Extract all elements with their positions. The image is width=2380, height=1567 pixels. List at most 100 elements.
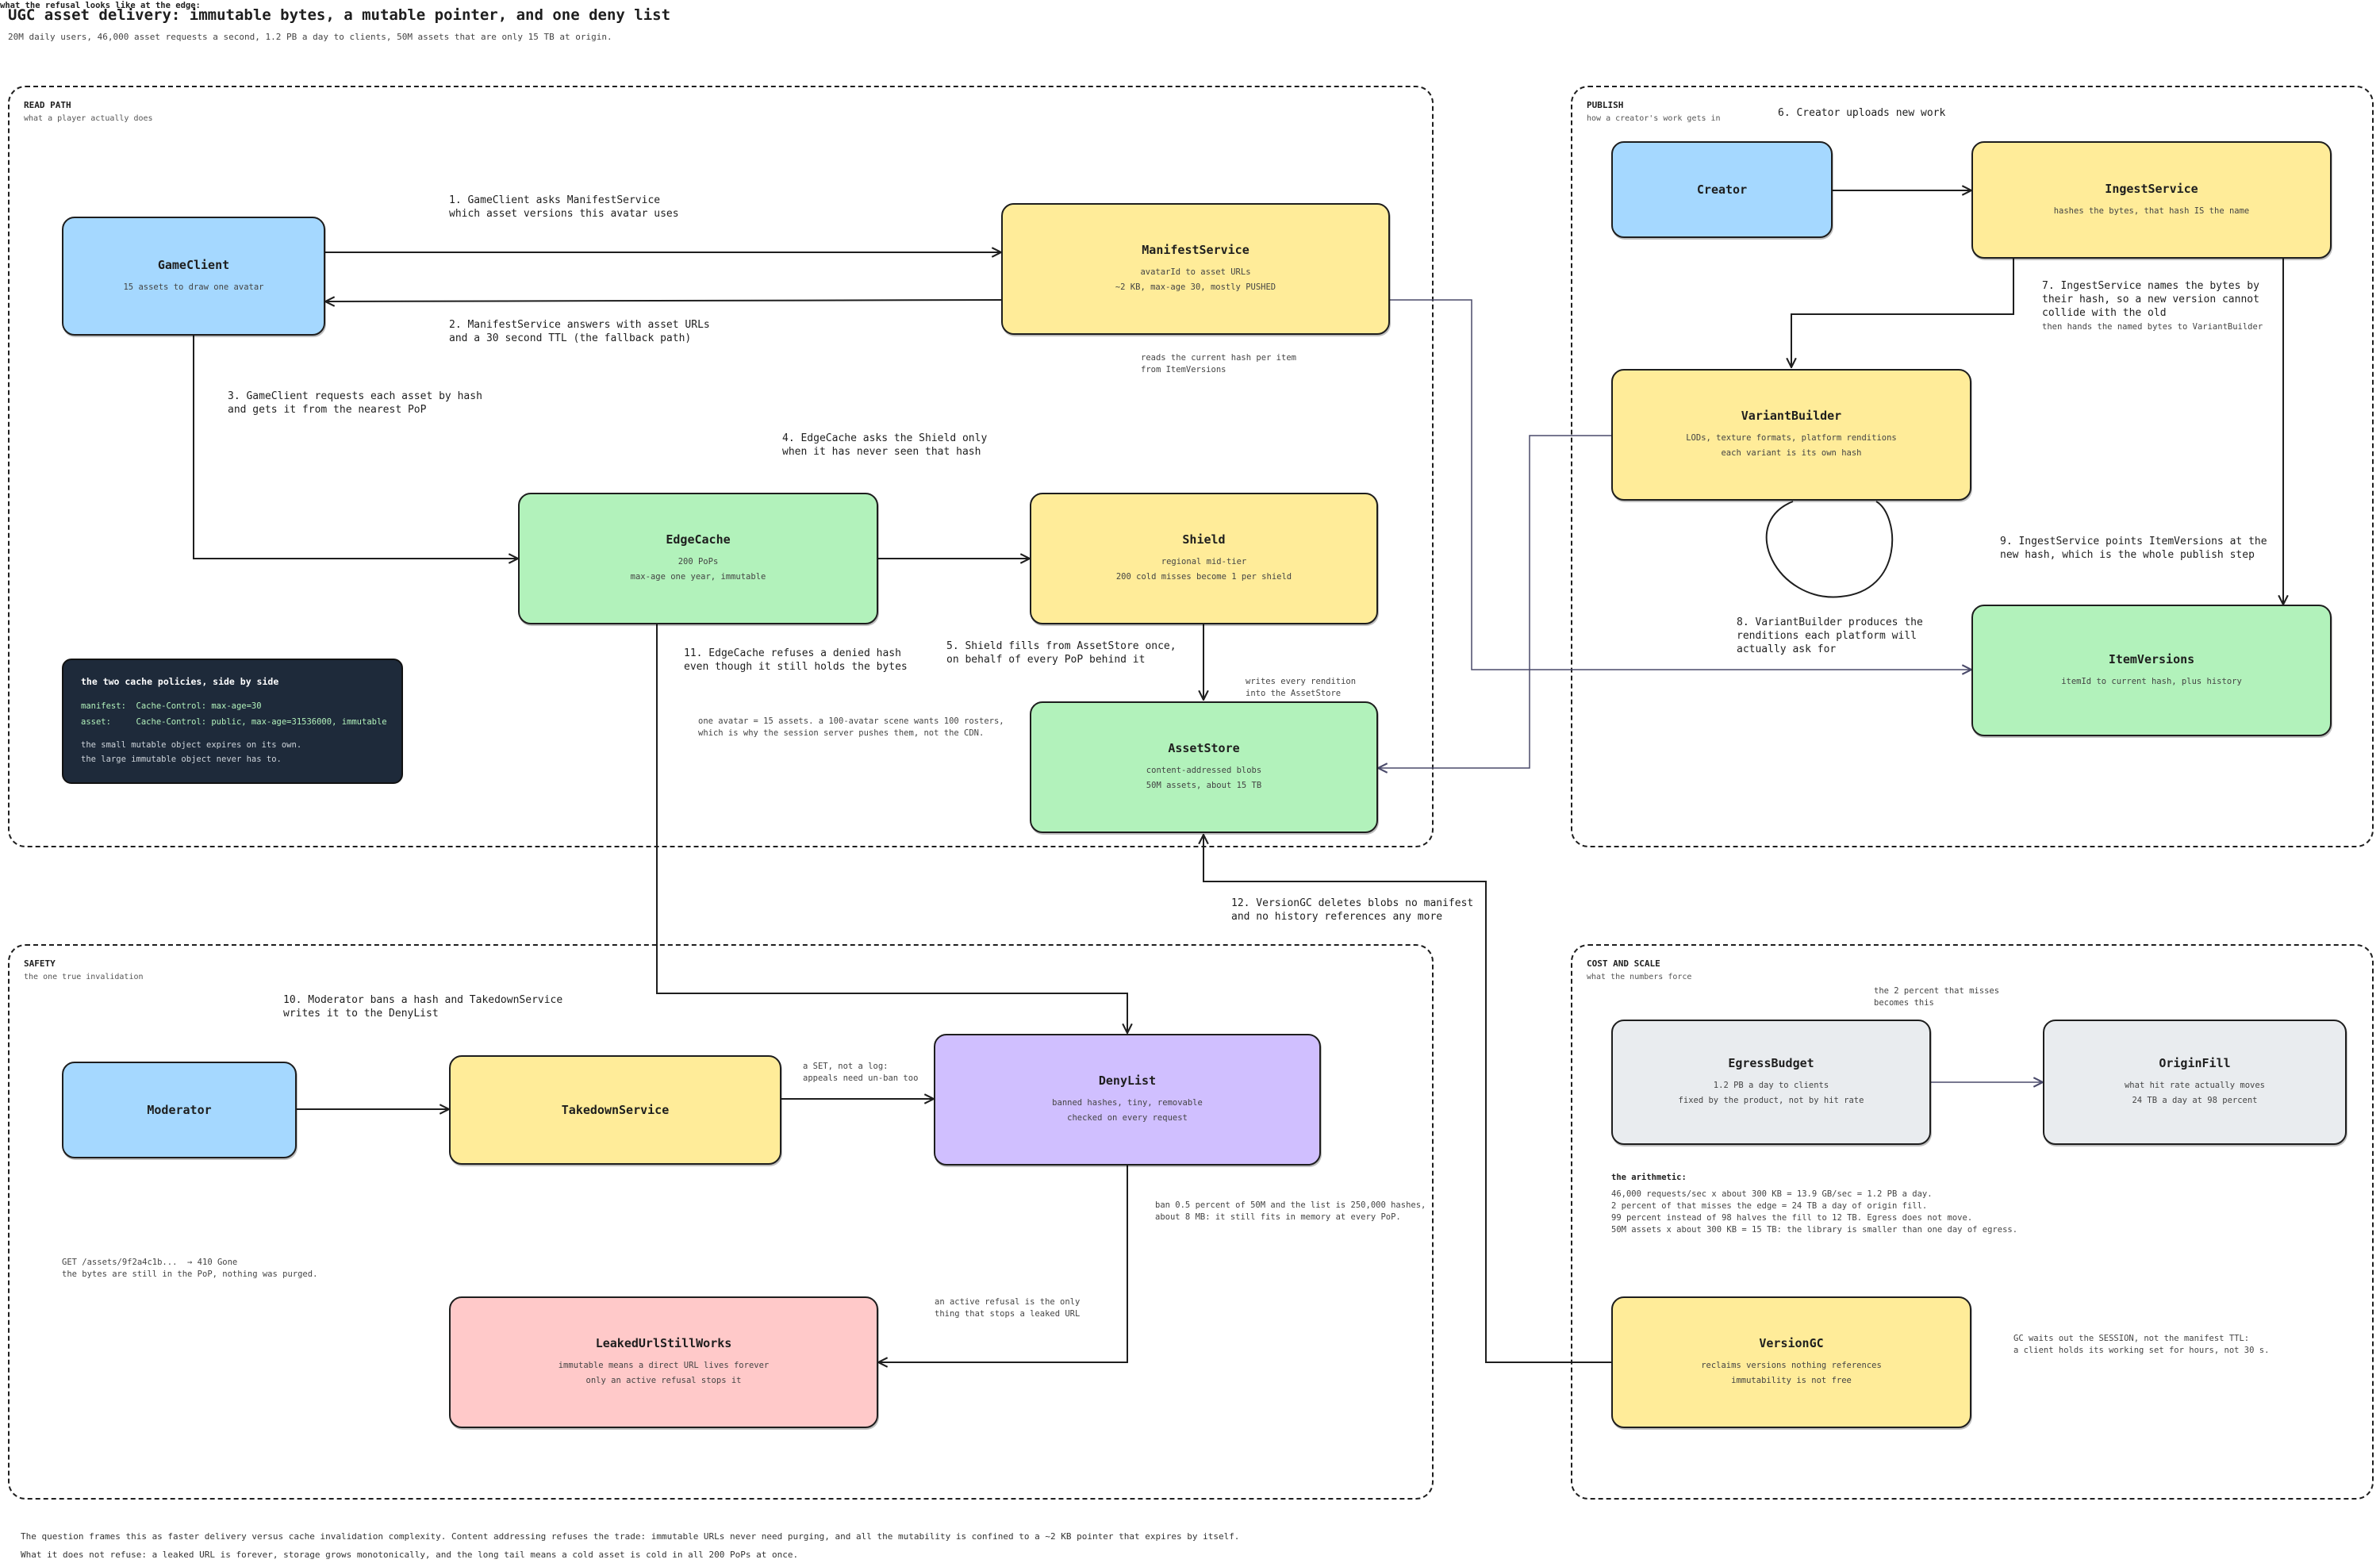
note-active-refusal: an active refusal is the only thing that… — [935, 1297, 1081, 1319]
edge-variant-assetstore — [1378, 435, 1611, 768]
edge-label-5: 5. Shield fills from AssetStore once, on… — [946, 640, 1177, 666]
node-egressbudget[interactable]: EgressBudget 1.2 PB a day to clients fix… — [1611, 1020, 1931, 1145]
node-denylist-line-2: checked on every request — [1067, 1113, 1188, 1123]
node-leakedurlstillworks[interactable]: LeakedUrlStillWorks immutable means a di… — [449, 1296, 878, 1428]
edge-2 — [325, 300, 1002, 301]
footer-line-1: The question frames this as faster deliv… — [21, 1531, 1240, 1542]
node-originfill-line-2: 24 TB a day at 98 percent — [2132, 1096, 2258, 1105]
group-publish-title: PUBLISH — [1587, 100, 1624, 110]
node-shield-line-1: regional mid-tier — [1161, 557, 1247, 567]
group-cost-title: COST AND SCALE — [1587, 958, 1660, 969]
group-publish-subtitle: how a creator's work gets in — [1587, 114, 1721, 123]
node-gameclient-line-1: 15 assets to draw one avatar — [123, 282, 264, 292]
node-edgecache[interactable]: EdgeCache 200 PoPs max-age one year, imm… — [518, 493, 878, 624]
node-takedownservice[interactable]: TakedownService — [449, 1055, 781, 1165]
node-itemversions-line-1: itemId to current hash, plus history — [2061, 676, 2242, 686]
edge-7 — [1791, 259, 2014, 367]
group-read-path-subtitle: what a player actually does — [24, 114, 153, 123]
note-ban-math: ban 0.5 percent of 50M and the list is 2… — [1155, 1200, 1426, 1222]
node-manifestservice[interactable]: ManifestService avatarId to asset URLs ~… — [1001, 203, 1390, 335]
node-manifest-line-1: avatarId to asset URLs — [1140, 267, 1251, 277]
node-egress-line-2: fixed by the product, not by hit rate — [1678, 1096, 1864, 1105]
node-ingest-title: IngestService — [2105, 181, 2198, 196]
node-assetstore-title: AssetStore — [1168, 741, 1240, 755]
node-variant-line-1: LODs, texture formats, platform renditio… — [1686, 433, 1897, 443]
edge-label-7b: then hands the named bytes to VariantBui… — [2042, 322, 2263, 332]
note-arithmetic-title: the arithmetic: — [1611, 1173, 1687, 1182]
node-egress-line-1: 1.2 PB a day to clients — [1713, 1081, 1829, 1090]
node-ingestservice[interactable]: IngestService hashes the bytes, that has… — [1971, 141, 2332, 259]
edge-12 — [1203, 835, 1611, 1363]
node-gameclient-title: GameClient — [157, 257, 230, 272]
page-title: UGC asset delivery: immutable bytes, a m… — [8, 6, 671, 24]
node-shield-line-2: 200 cold misses become 1 per shield — [1115, 572, 1292, 582]
node-variant-title: VariantBuilder — [1741, 409, 1842, 423]
group-safety — [8, 944, 1434, 1500]
note-set-not-log: a SET, not a log: appeals need un-ban to… — [803, 1062, 919, 1083]
node-creator-title: Creator — [1696, 182, 1748, 197]
node-leaked-line-2: only an active refusal stops it — [585, 1376, 742, 1385]
node-denylist-line-1: banned hashes, tiny, removable — [1052, 1098, 1203, 1108]
node-manifest-title: ManifestService — [1142, 243, 1250, 257]
node-gameclient[interactable]: GameClient 15 assets to draw one avatar — [62, 217, 325, 336]
node-originfill-line-1: what hit rate actually moves — [2124, 1081, 2265, 1090]
note-gc-waits: GC waits out the SESSION, not the manife… — [2013, 1334, 2270, 1355]
note-arithmetic-body: 46,000 requests/sec x about 300 KB = 13.… — [1611, 1189, 2018, 1235]
edge-label-12: 12. VersionGC deletes blobs no manifest … — [1231, 897, 1474, 923]
edge-label-9: 9. IngestService points ItemVersions at … — [2000, 536, 2267, 561]
page-subtitle: 20M daily users, 46,000 asset requests a… — [8, 32, 612, 42]
node-edgecache-line-2: max-age one year, immutable — [630, 572, 766, 582]
node-itemversions[interactable]: ItemVersions itemId to current hash, plu… — [1971, 605, 2332, 736]
note-refusal-body: GET /assets/9f2a4c1b... → 410 Gone the b… — [62, 1258, 318, 1279]
node-versiongc-title: VersionGC — [1759, 1336, 1824, 1350]
node-egress-title: EgressBudget — [1728, 1056, 1814, 1070]
node-leaked-title: LeakedUrlStillWorks — [595, 1336, 732, 1350]
node-shield[interactable]: Shield regional mid-tier 200 cold misses… — [1030, 493, 1378, 624]
node-creator[interactable]: Creator — [1611, 141, 1833, 238]
node-edgecache-line-1: 200 PoPs — [678, 557, 719, 567]
node-ingest-line-1: hashes the bytes, that hash IS the name — [2053, 205, 2250, 216]
cache-policy-box: the two cache policies, side by side man… — [62, 659, 403, 784]
node-moderator[interactable]: Moderator — [62, 1062, 297, 1158]
note-two-percent: the 2 percent that misses becomes this — [1874, 986, 2000, 1008]
edge-label-6: 6. Creator uploads new work — [1778, 107, 1946, 119]
group-read-path-title: READ PATH — [24, 100, 71, 110]
node-assetstore-line-1: content-addressed blobs — [1146, 766, 1262, 775]
note-avatar-math: one avatar = 15 assets. a 100-avatar sce… — [698, 716, 1004, 738]
footer-line-2: What it does not refuse: a leaked URL is… — [21, 1550, 799, 1560]
edge-label-1: 1. GameClient asks ManifestService which… — [449, 194, 679, 220]
edge-label-11: 11. EdgeCache refuses a denied hash even… — [684, 647, 908, 673]
node-versiongc-line-1: reclaims versions nothing references — [1701, 1361, 1882, 1370]
group-safety-title: SAFETY — [24, 958, 56, 969]
node-versiongc[interactable]: VersionGC reclaims versions nothing refe… — [1611, 1296, 1971, 1428]
node-shield-title: Shield — [1182, 532, 1226, 547]
edge-label-2: 2. ManifestService answers with asset UR… — [449, 319, 710, 344]
edge-label-7: 7. IngestService names the bytes by thei… — [2042, 280, 2259, 319]
node-variant-line-2: each variant is its own hash — [1721, 448, 1862, 458]
node-edgecache-title: EdgeCache — [666, 532, 731, 547]
group-safety-subtitle: the one true invalidation — [24, 973, 144, 981]
node-moderator-title: Moderator — [147, 1103, 212, 1117]
node-versiongc-line-2: immutability is not free — [1731, 1376, 1852, 1385]
edge-deny-leaked — [878, 1166, 1128, 1362]
node-assetstore-line-2: 50M assets, about 15 TB — [1146, 781, 1262, 790]
edge-label-3: 3. GameClient requests each asset by has… — [228, 390, 482, 416]
edge-3 — [193, 335, 518, 559]
group-cost-and-scale — [1571, 944, 2374, 1500]
edge-11 — [656, 624, 1127, 1033]
node-originfill-title: OriginFill — [2159, 1056, 2231, 1070]
node-variantbuilder[interactable]: VariantBuilder LODs, texture formats, pl… — [1611, 369, 1971, 501]
node-denylist[interactable]: DenyList banned hashes, tiny, removable … — [934, 1034, 1321, 1166]
edge-label-4: 4. EdgeCache asks the Shield only when i… — [782, 432, 988, 458]
edge-8-loop — [1765, 501, 1894, 598]
edge-label-8: 8. VariantBuilder produces the rendition… — [1737, 616, 1923, 655]
node-denylist-title: DenyList — [1098, 1073, 1157, 1088]
node-assetstore[interactable]: AssetStore content-addressed blobs 50M a… — [1030, 701, 1378, 833]
note-reads-current-hash: reads the current hash per item from Ite… — [1141, 353, 1296, 374]
group-publish — [1571, 86, 2374, 847]
cache-policy-note-2: the large immutable object never has to. — [81, 755, 282, 764]
node-originfill[interactable]: OriginFill what hit rate actually moves … — [2043, 1020, 2347, 1145]
cache-policy-code: manifest: Cache-Control: max-age=30 asse… — [81, 701, 387, 727]
node-manifest-line-2: ~2 KB, max-age 30, mostly PUSHED — [1115, 282, 1276, 292]
note-writes-every-rendition: writes every rendition into the AssetSto… — [1246, 677, 1357, 698]
